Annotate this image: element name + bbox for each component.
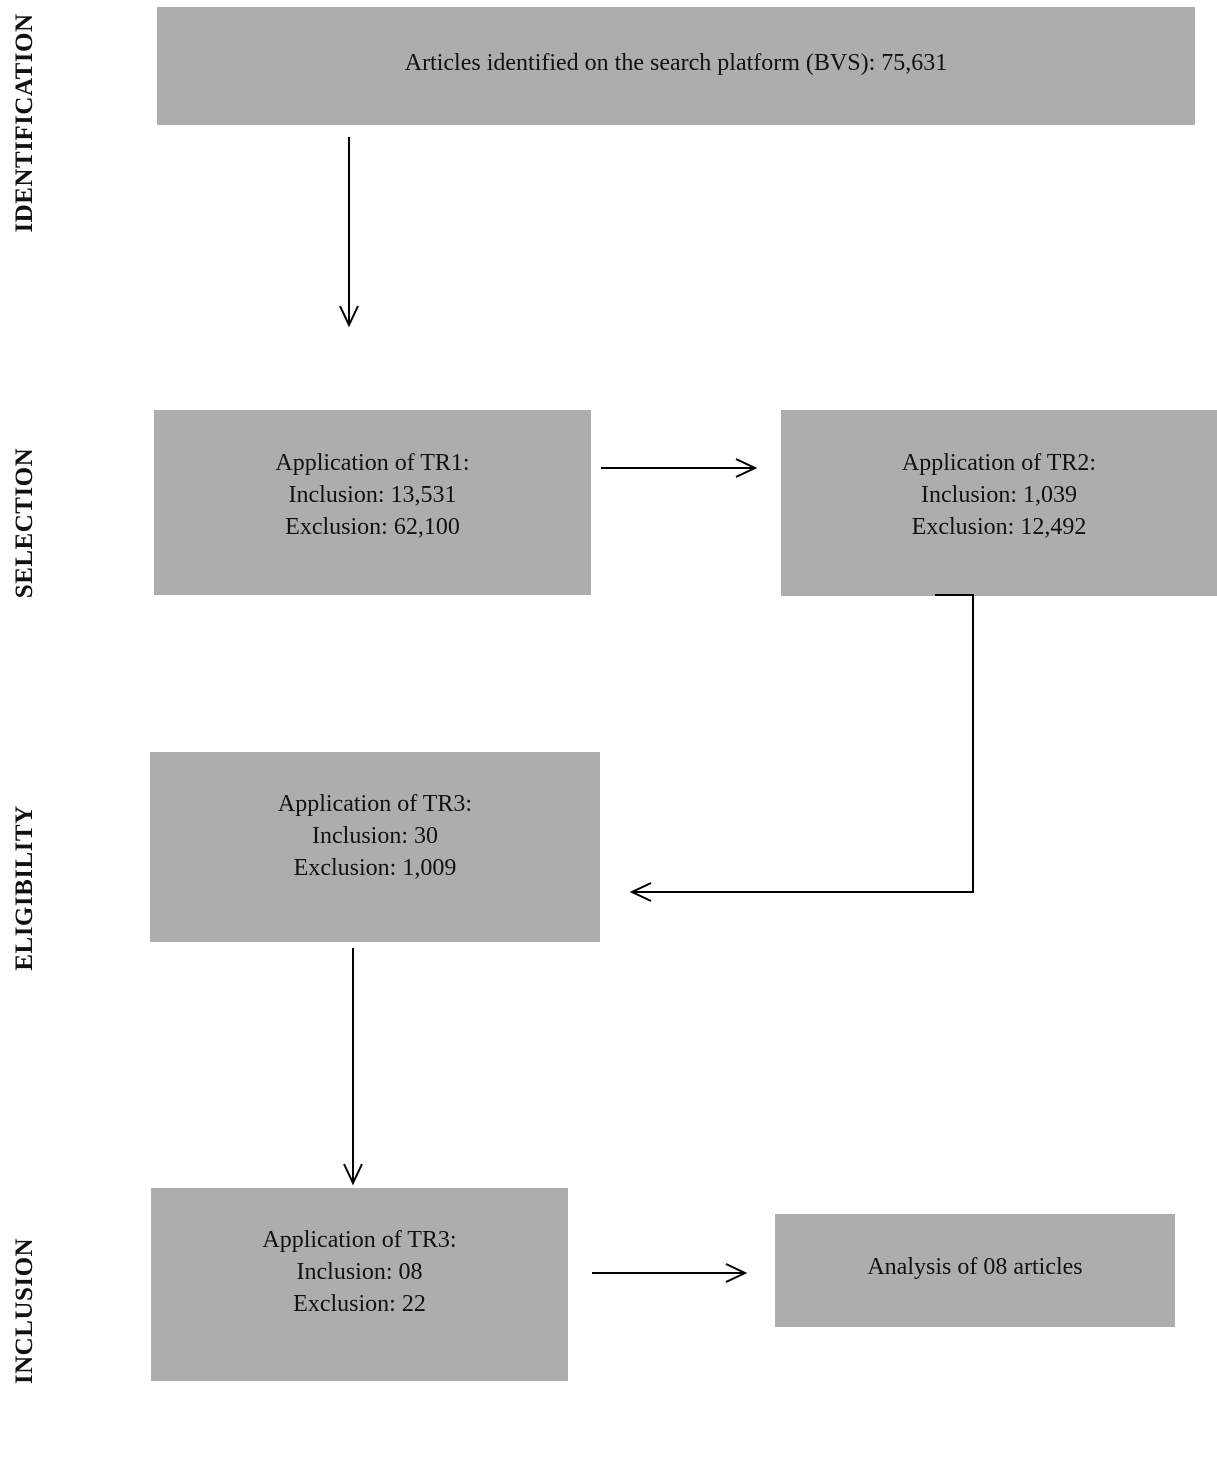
- box-analysis: Analysis of 08 articles: [775, 1214, 1175, 1327]
- arrow-tr3-to-inclusion: [343, 948, 363, 1186]
- box-tr3-inclusion: Application of TR3: Inclusion: 08 Exclus…: [151, 1188, 568, 1381]
- box-title: Application of TR1:: [275, 450, 470, 476]
- box-inclusion: Inclusion: 08: [296, 1259, 423, 1285]
- box-exclusion: Exclusion: 22: [293, 1291, 426, 1317]
- box-exclusion: Exclusion: 62,100: [285, 514, 460, 540]
- box-tr3-eligibility: Application of TR3: Inclusion: 30 Exclus…: [150, 752, 600, 942]
- box-text: Analysis of 08 articles: [867, 1254, 1083, 1280]
- arrow-tr1-to-tr2: [601, 458, 758, 478]
- box-inclusion: Inclusion: 13,531: [288, 482, 457, 508]
- arrow-identification-to-tr1: [339, 137, 359, 328]
- box-exclusion: Exclusion: 1,009: [293, 855, 457, 881]
- box-text: Articles identified on the search platfo…: [404, 50, 948, 76]
- box-tr2: Application of TR2: Inclusion: 1,039 Exc…: [781, 410, 1217, 596]
- arrow-inclusion-to-analysis: [592, 1263, 748, 1283]
- box-tr1: Application of TR1: Inclusion: 13,531 Ex…: [154, 410, 591, 595]
- box-exclusion: Exclusion: 12,492: [911, 514, 1087, 540]
- arrows: [339, 137, 974, 1283]
- box-title: Application of TR3:: [277, 791, 473, 817]
- box-title: Application of TR3:: [262, 1227, 457, 1253]
- arrow-tr2-to-tr3: [629, 594, 974, 902]
- box-articles-identified: Articles identified on the search platfo…: [157, 7, 1195, 125]
- box-title: Application of TR2:: [901, 450, 1097, 476]
- box-inclusion: Inclusion: 1,039: [921, 482, 1077, 508]
- box-inclusion: Inclusion: 30: [312, 823, 438, 849]
